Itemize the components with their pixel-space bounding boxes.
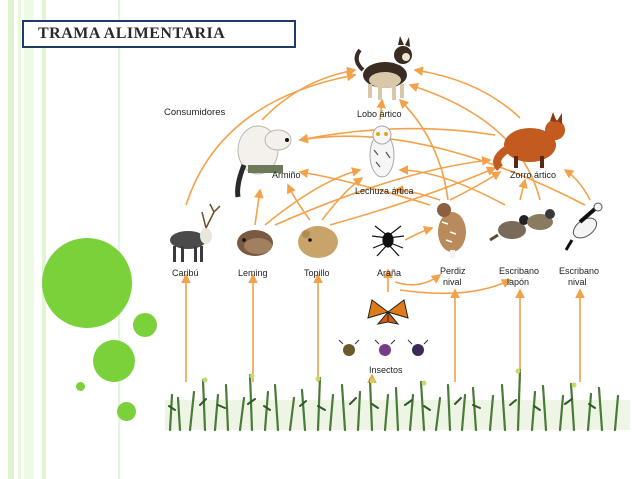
node-label-leming: Leming [238, 268, 268, 278]
arrow-perdiz-lobo [400, 100, 448, 200]
ptarmigan-icon [437, 203, 466, 258]
arrow-escribano-zorro [520, 180, 525, 200]
lemming-icon [237, 230, 273, 256]
node-label-insectos: Insectos [369, 365, 403, 375]
node-label-lechuza: Lechuza ártica [355, 186, 414, 196]
lapland-bunting-icon [490, 209, 555, 240]
vole-icon [298, 226, 338, 258]
node-label-escribano-nival-2: nival [568, 277, 587, 287]
node-label-caribu: Caribú [172, 268, 199, 278]
arrow-topillo-zorro [330, 168, 495, 225]
consumidores-heading: Consumidores [164, 108, 225, 118]
plants-strip [165, 369, 630, 431]
wolf-icon [357, 36, 412, 100]
owl-icon [370, 126, 394, 177]
node-label-lobo: Lobo ártico [357, 109, 402, 119]
node-label-arana: Araña [377, 268, 401, 278]
node-label-perdiz-1: Perdiz [440, 266, 466, 276]
node-label-armino: Armiño [272, 170, 301, 180]
arrow-zorro-lobo [415, 70, 520, 118]
insects-icon [339, 340, 428, 356]
node-label-escribano-nival-1: Escribano [559, 266, 599, 276]
snow-bunting-icon [566, 203, 602, 250]
node-label-topillo: Topillo [304, 268, 330, 278]
arrow-escribano-lechuza [400, 170, 505, 205]
arrow-insectos-perdiz [395, 275, 440, 285]
node-label-escribano-lapon-2: lapón [507, 277, 529, 287]
arrow-zorro-armino [300, 129, 495, 140]
ermine-icon [238, 126, 291, 197]
butterfly-icon [368, 300, 408, 324]
arrow-escribano-nival-zorro [565, 170, 590, 200]
node-label-zorro: Zorro ártico [510, 170, 556, 180]
node-label-escribano-lapon-1: Escribano [499, 266, 539, 276]
spider-icon [372, 226, 404, 256]
caribou-icon [170, 204, 220, 262]
fox-icon [497, 112, 565, 168]
arrow-leming-armino [255, 190, 260, 225]
arrow-arana-perdiz [405, 228, 432, 240]
node-label-perdiz-2: nival [443, 277, 462, 287]
